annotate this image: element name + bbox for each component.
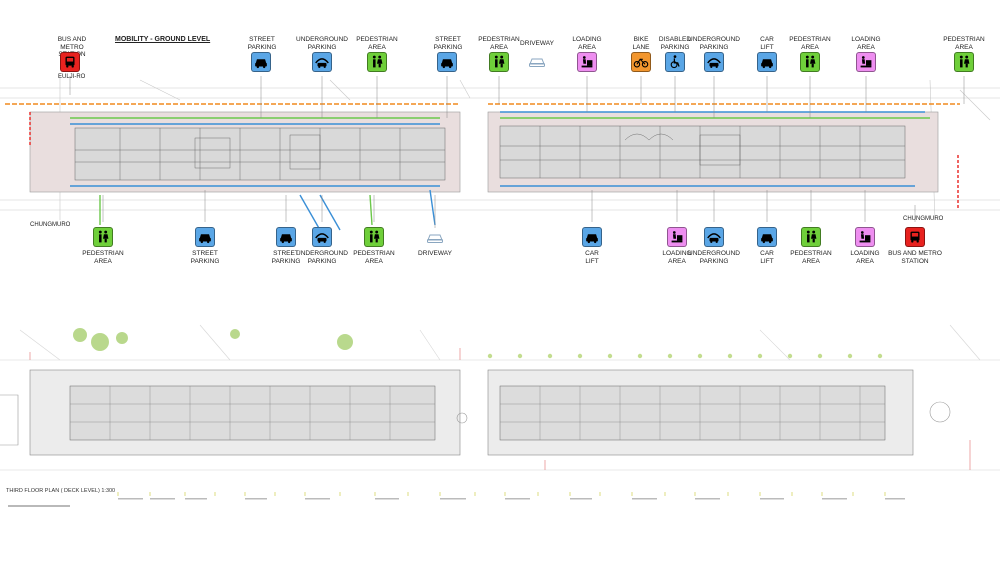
label-car-lift-bottom-2: CAR LIFT: [760, 250, 774, 265]
label-street-parking-top-2: STREET PARKING: [433, 36, 463, 51]
bus-icon: [905, 227, 925, 247]
label-pedestrian-top-1: PEDESTRIAN AREA: [356, 36, 398, 51]
place-chungmuro-left: CHUNGMURO: [30, 222, 71, 228]
car-icon: [276, 227, 296, 247]
car-lift-icon: [757, 52, 777, 72]
label-pedestrian-bottom-3: PEDESTRIAN AREA: [790, 250, 832, 265]
third-floor-plan: [0, 324, 1000, 507]
label-underground-parking-bottom-1: UNDERGROUND PARKING: [296, 250, 348, 265]
label-driveway-top: DRIVEWAY: [520, 40, 554, 47]
label-street-parking-top-1: STREET PARKING: [247, 36, 277, 51]
label-loading-bottom-1: LOADING AREA: [662, 250, 692, 265]
pedestrian-icon: [93, 227, 113, 247]
label-disabled-parking-top: DISABLED PARKING: [658, 36, 692, 51]
pedestrian-icon: [801, 227, 821, 247]
label-pedestrian-bottom-1: PEDESTRIAN AREA: [82, 250, 124, 265]
loading-dock-icon: [856, 52, 876, 72]
pedestrian-icon: [367, 52, 387, 72]
label-street-parking-bottom-2: STREET PARKING: [271, 250, 301, 265]
underground-car-icon: [704, 52, 724, 72]
bus-icon: [60, 52, 80, 72]
label-street-parking-bottom-1: STREET PARKING: [190, 250, 220, 265]
label-loading-top-1: LOADING AREA: [572, 36, 602, 51]
pedestrian-icon: [364, 227, 384, 247]
pedestrian-icon: [800, 52, 820, 72]
wheelchair-icon: [665, 52, 685, 72]
label-pedestrian-top-2: PEDESTRIAN AREA: [478, 36, 520, 51]
car-lift-icon: [582, 227, 602, 247]
car-lift-icon: [757, 227, 777, 247]
label-car-lift-bottom-1: CAR LIFT: [585, 250, 599, 265]
driveway-car-icon: [529, 58, 545, 67]
underground-car-icon: [312, 227, 332, 247]
driveway-car-icon: [427, 234, 443, 243]
label-underground-parking-top-1: UNDERGROUND PARKING: [296, 36, 348, 51]
underground-car-icon: [704, 227, 724, 247]
place-eulji-ro: EULJI-RO: [58, 74, 86, 80]
third-floor-plan-title: THIRD FLOOR PLAN ( DECK LEVEL) 1:300: [6, 488, 116, 494]
car-icon: [437, 52, 457, 72]
loading-dock-icon: [855, 227, 875, 247]
car-icon: [251, 52, 271, 72]
loading-dock-icon: [577, 52, 597, 72]
label-bus-metro-bottom: BUS AND METRO STATION: [888, 250, 942, 265]
label-pedestrian-top-3: PEDESTRIAN AREA: [789, 36, 831, 51]
label-car-lift-top: CAR LIFT: [760, 36, 774, 51]
label-pedestrian-top-4: PEDESTRIAN AREA: [943, 36, 985, 51]
ground-level-plan: [0, 75, 1000, 231]
diagram-title: MOBILITY - GROUND LEVEL: [115, 36, 211, 43]
place-chungmuro-right: CHUNGMURO: [903, 216, 944, 222]
label-loading-bottom-2: LOADING AREA: [850, 250, 880, 265]
label-loading-top-2: LOADING AREA: [851, 36, 881, 51]
underground-car-icon: [312, 52, 332, 72]
pedestrian-icon: [954, 52, 974, 72]
label-underground-parking-bottom-2: UNDERGROUND PARKING: [688, 250, 740, 265]
pedestrian-icon: [489, 52, 509, 72]
label-pedestrian-bottom-2: PEDESTRIAN AREA: [353, 250, 395, 265]
label-underground-parking-top-2: UNDERGROUND PARKING: [688, 36, 740, 51]
car-icon: [195, 227, 215, 247]
label-bike-lane-top: BIKE LANE: [632, 36, 650, 51]
bicycle-icon: [631, 52, 651, 72]
label-driveway-bottom: DRIVEWAY: [418, 250, 452, 257]
loading-dock-icon: [667, 227, 687, 247]
